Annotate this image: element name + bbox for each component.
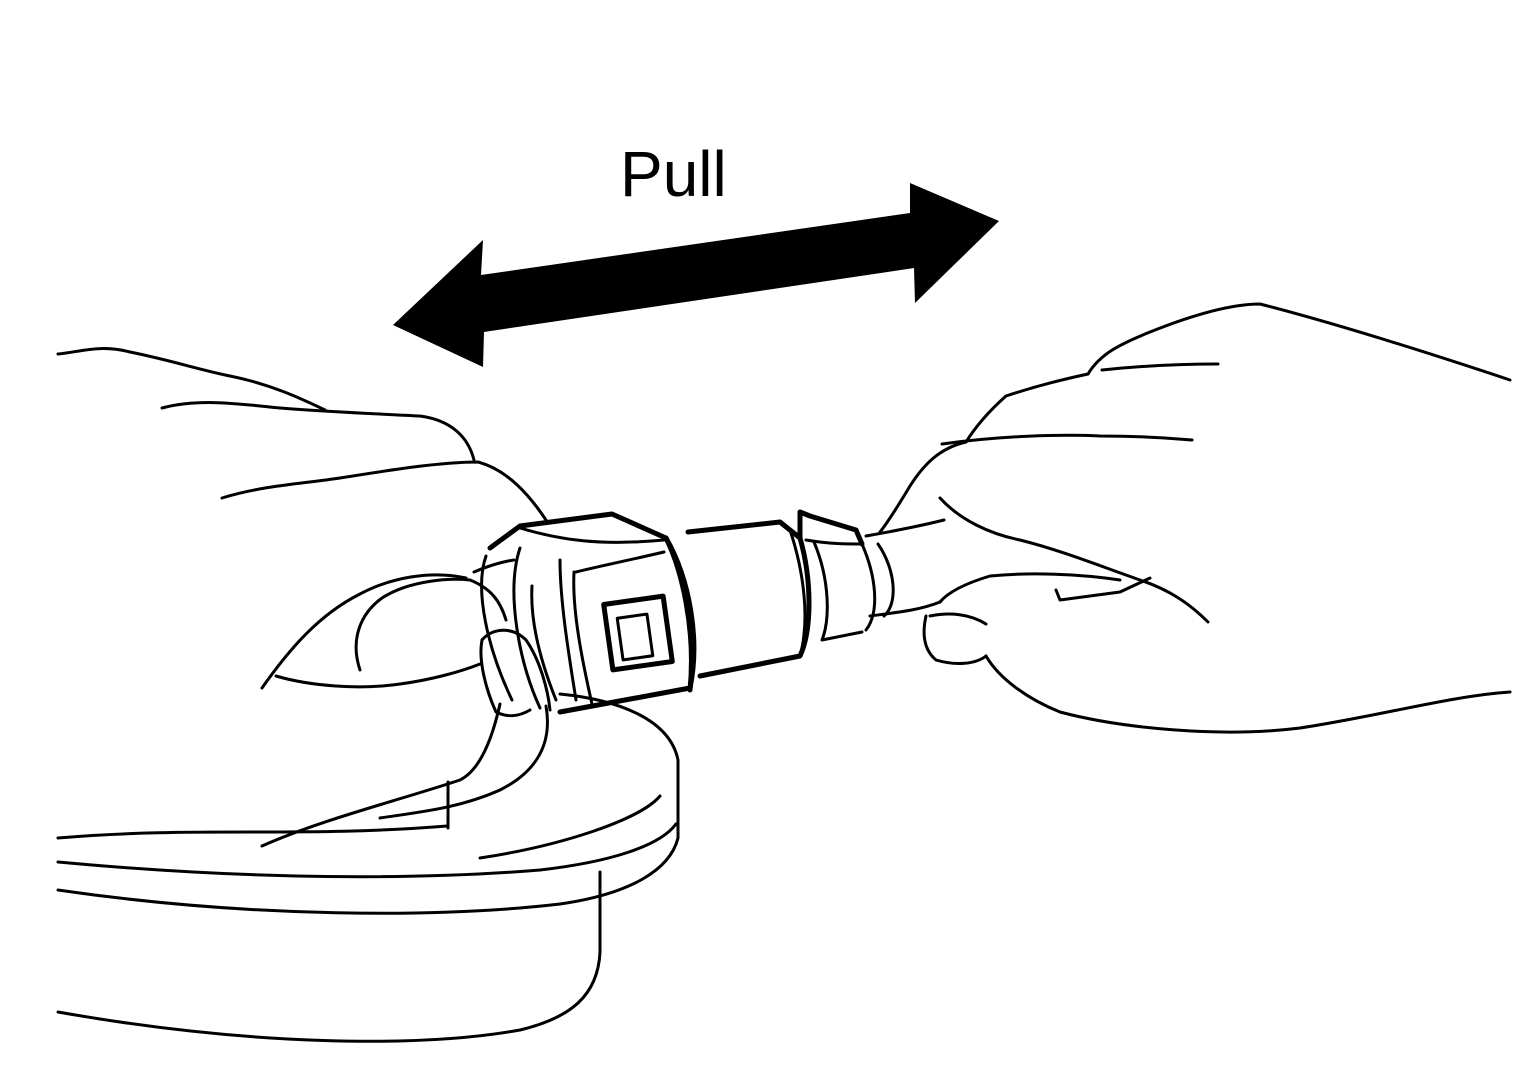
right-hand [878, 302, 1512, 734]
pull-label: Pull [620, 138, 727, 210]
connector-assembly [468, 509, 946, 715]
double-arrow-icon [393, 183, 999, 367]
release-button [601, 593, 675, 673]
base-housing [56, 692, 680, 1043]
left-hand [56, 347, 552, 848]
